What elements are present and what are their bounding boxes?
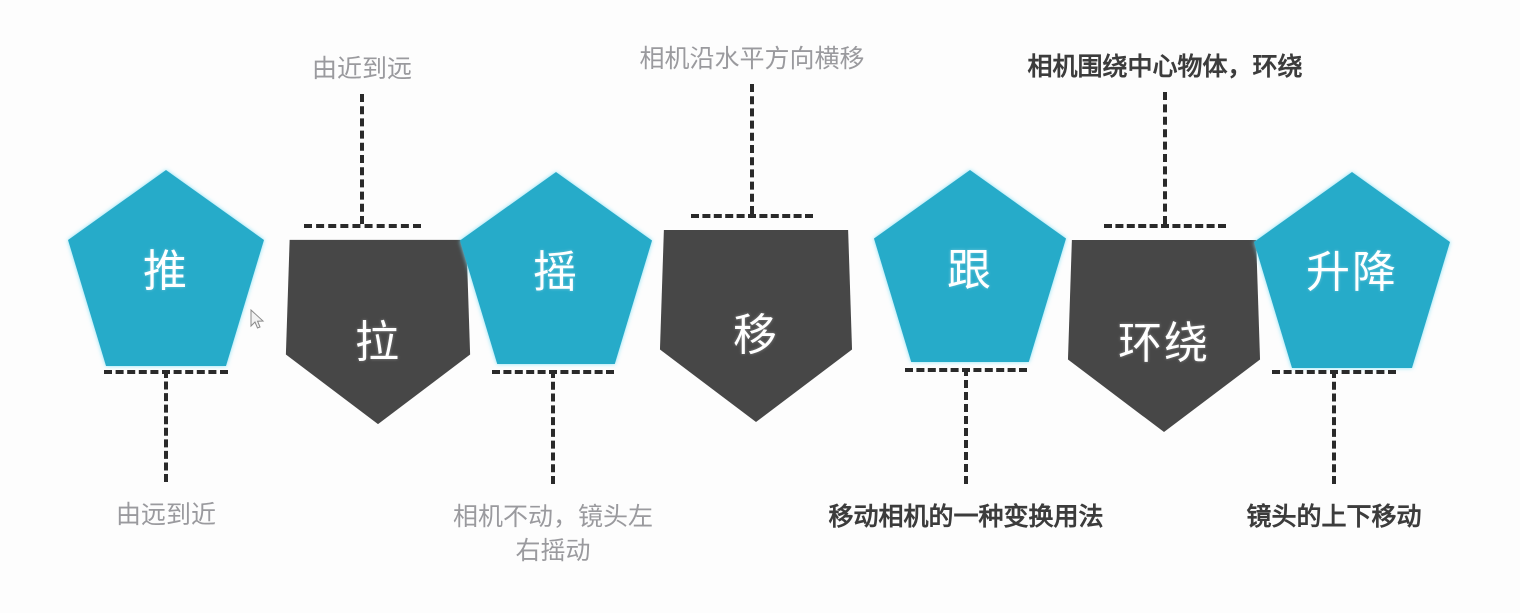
pentagon-node-shengjiang[interactable]: 升降 bbox=[1252, 170, 1452, 368]
pentagon-shape bbox=[459, 171, 653, 365]
pentagon-shape bbox=[1254, 172, 1450, 368]
pentagon-node-yi[interactable]: 移 bbox=[658, 228, 854, 424]
pentagon-label-gen: 跟 bbox=[947, 245, 993, 296]
pentagon-node-huanrao[interactable]: 环绕 bbox=[1066, 238, 1262, 433]
pentagon-shape bbox=[659, 229, 853, 423]
pentagon-label-shengjiang: 升降 bbox=[1306, 247, 1398, 298]
connector-stem bbox=[164, 370, 168, 482]
connector-stem bbox=[360, 94, 364, 224]
pentagon-label-tui: 推 bbox=[143, 246, 189, 297]
connector-bar bbox=[303, 224, 421, 228]
pentagon-node-yao[interactable]: 摇 bbox=[458, 170, 654, 365]
pentagon-label-yao: 摇 bbox=[533, 247, 579, 298]
pentagon-node-gen[interactable]: 跟 bbox=[872, 168, 1068, 363]
pentagon-label-la: 拉 bbox=[355, 317, 401, 368]
pentagon-shape bbox=[873, 169, 1067, 363]
caption-tui: 由远到近 bbox=[115, 500, 216, 529]
pentagon-label-yi: 移 bbox=[733, 310, 779, 361]
pentagon-shape bbox=[68, 170, 264, 366]
pentagon-label-huanrao: 环绕 bbox=[1118, 318, 1210, 369]
connector-stem bbox=[964, 368, 968, 484]
pentagon-shape bbox=[1067, 239, 1261, 433]
caption-shengjiang: 镜头的上下移动 bbox=[1246, 502, 1422, 531]
connector-stem bbox=[551, 370, 555, 484]
connector-stem bbox=[1332, 370, 1336, 484]
caption-la: 由近到远 bbox=[311, 54, 412, 83]
caption-yi: 相机沿水平方向横移 bbox=[639, 44, 865, 73]
caption-huanrao: 相机围绕中心物体，环绕 bbox=[1027, 52, 1303, 81]
pentagon-node-tui[interactable]: 推 bbox=[66, 168, 266, 366]
connector-stem bbox=[750, 84, 754, 214]
connector-stem bbox=[1163, 92, 1167, 224]
connector-bar bbox=[691, 214, 813, 218]
caption-gen: 移动相机的一种变换用法 bbox=[828, 502, 1104, 531]
connector-bar bbox=[1104, 224, 1226, 228]
caption-yao: 相机不动，镜头左 右摇动 bbox=[452, 502, 653, 565]
pentagon-shape bbox=[285, 239, 471, 425]
pentagon-node-la[interactable]: 拉 bbox=[284, 238, 472, 428]
